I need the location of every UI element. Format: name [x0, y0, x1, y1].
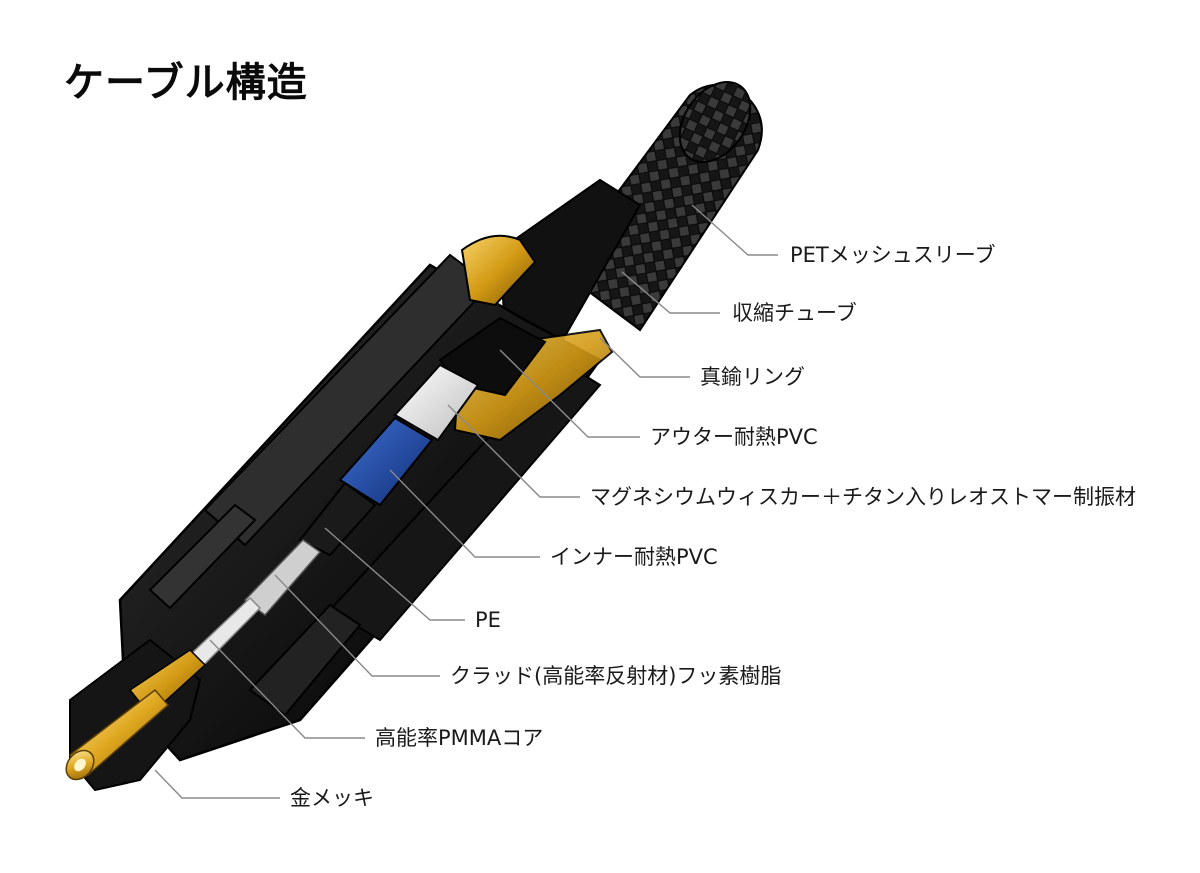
- leader-inner-pvc: [389, 469, 540, 558]
- callout-gold-plating: 金メッキ: [290, 786, 374, 810]
- leader-cladding: [274, 574, 440, 677]
- leader-brass-ring: [599, 337, 690, 378]
- callout-outer-heat-pvc: アウター耐熱PVC: [650, 425, 818, 449]
- callout-pmma-core: 高能率PMMAコア: [375, 726, 544, 750]
- leader-pe: [324, 527, 465, 621]
- callout-inner-heat-pvc: インナー耐熱PVC: [550, 545, 718, 569]
- callout-cladding: クラッド(高能率反射材)フッ素樹脂: [450, 664, 782, 688]
- leader-damping: [447, 404, 580, 498]
- callout-damping-material: マグネシウムウィスカー＋チタン入りレオストマー制振材: [590, 485, 1136, 509]
- inner-heat-pvc: [338, 416, 434, 507]
- leader-pmma-core: [209, 639, 365, 739]
- leader-outer-pvc: [499, 349, 640, 438]
- callout-pet-mesh-sleeve: PETメッシュスリーブ: [790, 243, 996, 267]
- leader-shrink-tube: [621, 271, 720, 314]
- damping-layer: [393, 363, 480, 442]
- leader-lines: [154, 204, 778, 799]
- leader-gold-plating: [154, 769, 280, 799]
- gold-plated-tip: [65, 688, 170, 781]
- page-title: ケーブル構造: [64, 60, 308, 106]
- callout-brass-ring: 真鍮リング: [700, 365, 805, 389]
- callout-shrink-tube: 収縮チューブ: [732, 301, 857, 325]
- pet-mesh-sleeve: [558, 81, 763, 332]
- leader-pet-mesh: [691, 204, 778, 256]
- pe-layer: [298, 481, 377, 557]
- callout-pe: PE: [475, 608, 501, 632]
